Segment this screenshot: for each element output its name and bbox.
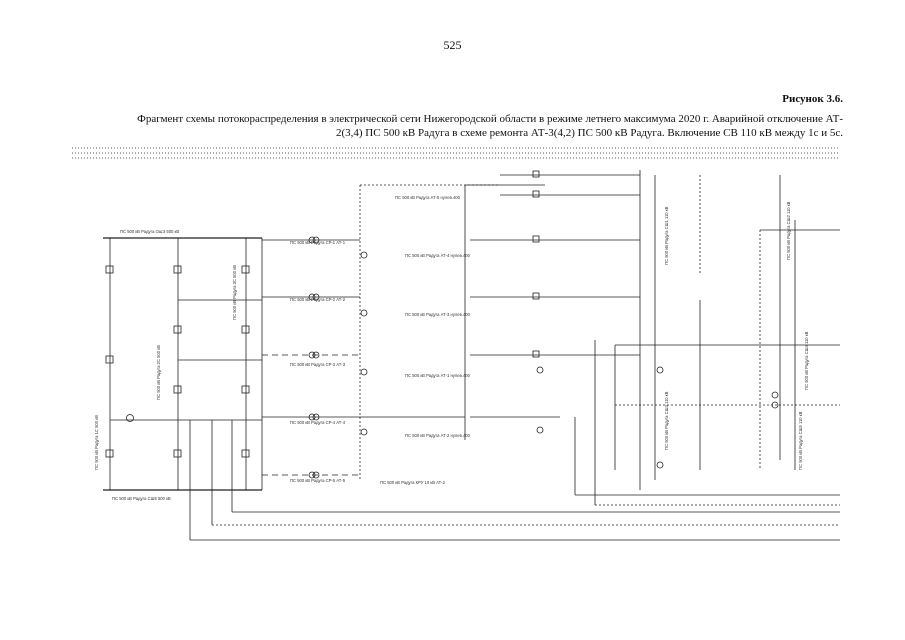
breaker-symbol xyxy=(241,325,250,334)
node-symbol xyxy=(126,414,134,422)
breaker-symbol xyxy=(532,292,540,300)
diagram-svg: ПС 500 кВ Радуга ОшЭ 500 кВ ПС 500 кВ Ра… xyxy=(72,147,840,541)
label-at-n1: ПС 500 кВ Радуга АТ-5 нулев.400 xyxy=(395,195,461,200)
node-symbol xyxy=(656,366,664,374)
breaker-symbol xyxy=(105,355,114,364)
label-at1: ПС 500 кВ Радуга СР-1 АТ-1 xyxy=(290,240,346,245)
node-symbol xyxy=(360,251,368,259)
transformer-winding xyxy=(312,236,320,244)
breaker-symbol xyxy=(532,350,540,358)
transformer-winding xyxy=(312,293,320,301)
label-left-bus: ПС 500 кВ Радуга 1С 500 кВ xyxy=(94,415,99,470)
node-symbol xyxy=(360,428,368,436)
power-flow-diagram: ПС 500 кВ Радуга ОшЭ 500 кВ ПС 500 кВ Ра… xyxy=(0,140,905,570)
label-at5: ПС 500 кВ Радуга СР-5 АТ-5 xyxy=(290,478,346,483)
caption-line-1: Фрагмент схемы потокораспределения в эле… xyxy=(137,113,843,125)
breaker-symbol xyxy=(173,265,182,274)
caption-line-2: 2(3,4) ПС 500 кВ Радуга в схеме ремонта … xyxy=(335,127,843,139)
node-symbol xyxy=(360,309,368,317)
breaker-symbol xyxy=(241,385,250,394)
node-symbol xyxy=(771,401,779,409)
transformer-winding xyxy=(312,413,320,421)
figure-label: Рисунок 3.6. xyxy=(782,93,843,105)
label-sh110-2: ПС 500 кВ Радуга СШ2 110 кВ xyxy=(786,201,791,260)
transformer-winding xyxy=(308,351,316,359)
label-sh110-1: ПС 500 кВ Радуга СШ1 110 кВ xyxy=(664,206,669,265)
breaker-symbol xyxy=(532,170,540,178)
transformer-winding xyxy=(308,413,316,421)
label-sh110-5: ПС 500 кВ Радуга СШ5 110 кВ xyxy=(798,411,803,470)
label-at-n2: ПС 500 кВ Радуга АТ-4 нулев.400 xyxy=(405,253,471,258)
breaker-symbol xyxy=(532,190,540,198)
node-symbol xyxy=(360,368,368,376)
label-bus-3c: ПС 500 кВ Радуга 3С 500 кВ xyxy=(232,265,237,320)
node-symbol xyxy=(656,461,664,469)
transformer-winding xyxy=(308,236,316,244)
breaker-symbol xyxy=(105,265,114,274)
label-bottom-bus: ПС 500 кВ Радуга СШ5 500 кВ xyxy=(112,496,171,501)
breaker-symbol xyxy=(532,235,540,243)
node-symbol xyxy=(771,391,779,399)
label-bus-2c: ПС 500 кВ Радуга 2С 500 кВ xyxy=(156,345,161,400)
transformer-winding xyxy=(312,351,320,359)
label-at3: ПС 500 кВ Радуга СР-3 АТ-3 xyxy=(290,362,346,367)
label-at-n4: ПС 500 кВ Радуга АТ-1 нулев.400 xyxy=(405,373,471,378)
label-at4: ПС 500 кВ Радуга СР-4 АТ-4 xyxy=(290,420,346,425)
label-sh110-3: ПС 500 кВ Радуга СШ3 110 кВ xyxy=(664,391,669,450)
node-symbol xyxy=(536,366,544,374)
breaker-symbol xyxy=(173,385,182,394)
breaker-symbol xyxy=(105,449,114,458)
label-top-bus: ПС 500 кВ Радуга ОшЭ 500 кВ xyxy=(120,229,179,234)
transformer-winding xyxy=(308,471,316,479)
breaker-symbol xyxy=(173,325,182,334)
label-at-n3: ПС 500 кВ Радуга АТ-3 нулев.400 xyxy=(405,312,471,317)
figure-caption: Фрагмент схемы потокораспределения в эле… xyxy=(66,112,843,140)
label-at-n5: ПС 500 кВ Радуга АТ-2 нулев.400 xyxy=(405,433,471,438)
breaker-symbol xyxy=(241,265,250,274)
transformer-winding xyxy=(312,471,320,479)
label-kru: ПС 500 кВ Радуга КРУ 10 кВ АТ-2 xyxy=(380,480,446,485)
label-at2: ПС 500 кВ Радуга СР-2 АТ-2 xyxy=(290,297,346,302)
node-symbol xyxy=(536,426,544,434)
breaker-symbol xyxy=(241,449,250,458)
page-number: 525 xyxy=(443,38,462,52)
label-sh110-4: ПС 500 кВ Радуга СШ4 110 кВ xyxy=(804,331,809,390)
transformer-winding xyxy=(308,293,316,301)
breaker-symbol xyxy=(173,449,182,458)
